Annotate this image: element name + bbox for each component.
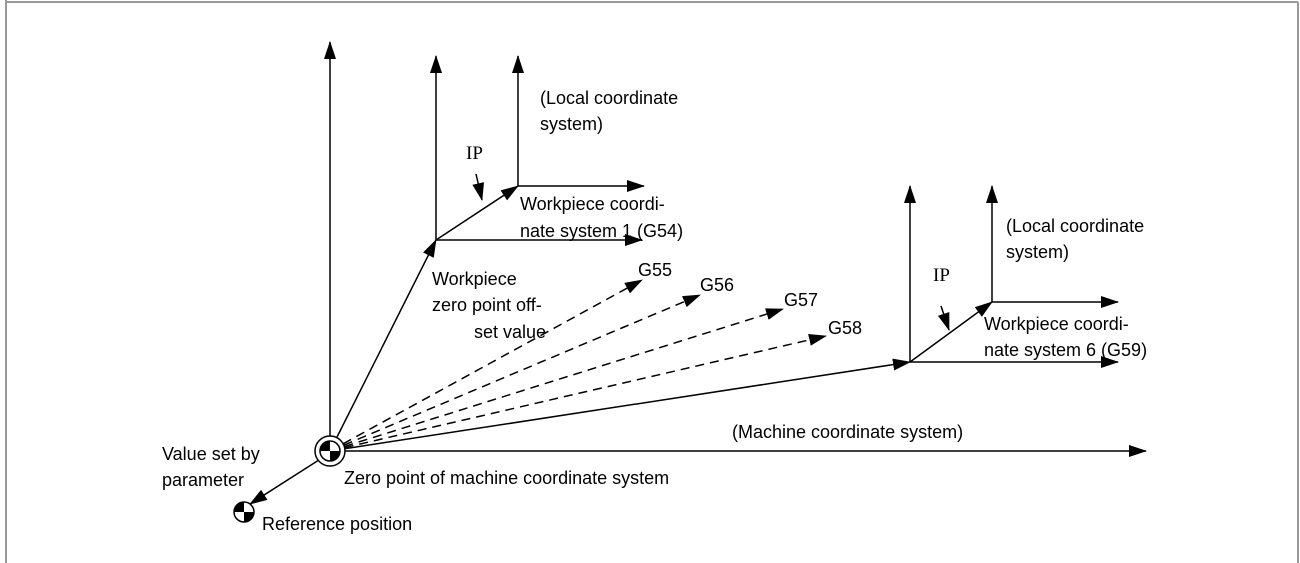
local-1-label-line1: (Local coordinate [540,88,678,108]
machine-zero-point-icon [314,435,346,467]
machine-cs-label: (Machine coordinate system) [732,422,963,442]
local-2-label-line2: system) [1006,242,1069,262]
wcs1-label-line2: nate system 1 (G54) [520,221,683,241]
g57-label: G57 [784,290,818,310]
offset-label-line2: zero point off- [432,295,542,315]
offset-label-line3: set value [474,322,546,342]
offset-label-line1: Workpiece [432,269,517,289]
g58-label: G58 [828,318,862,338]
ip-1-pointer [472,173,485,201]
ip-2-pointer [937,305,950,331]
zero-point-label: Zero point of machine coordinate system [344,468,669,488]
diagram-frame [5,0,1299,563]
ip-2-vector [909,301,993,363]
offset-vector-g54 [329,239,437,452]
reference-offset-vector [249,457,323,505]
ip-2-label: IP [933,265,950,286]
value-set-label-line1: Value set by [162,444,260,464]
ip-1-vector [435,185,519,241]
vector-g57 [329,308,784,452]
local-1-label-line2: system) [540,114,603,134]
wcs6-label-line2: nate system 6 (G59) [984,340,1147,360]
ip-1-label: IP [466,143,483,164]
value-set-label-line2: parameter [162,470,244,490]
vector-g58 [329,333,827,452]
reference-position-label: Reference position [262,514,412,534]
vector-g56 [329,294,701,452]
offset-vector-g59 [329,358,911,452]
g55-label: G55 [638,260,672,280]
wcs1-label-line1: Workpiece coordi- [520,194,665,214]
wcs6-label-line1: Workpiece coordi- [984,314,1129,334]
reference-position-icon [233,501,255,523]
local-2-label-line1: (Local coordinate [1006,216,1144,236]
g56-label: G56 [700,275,734,295]
